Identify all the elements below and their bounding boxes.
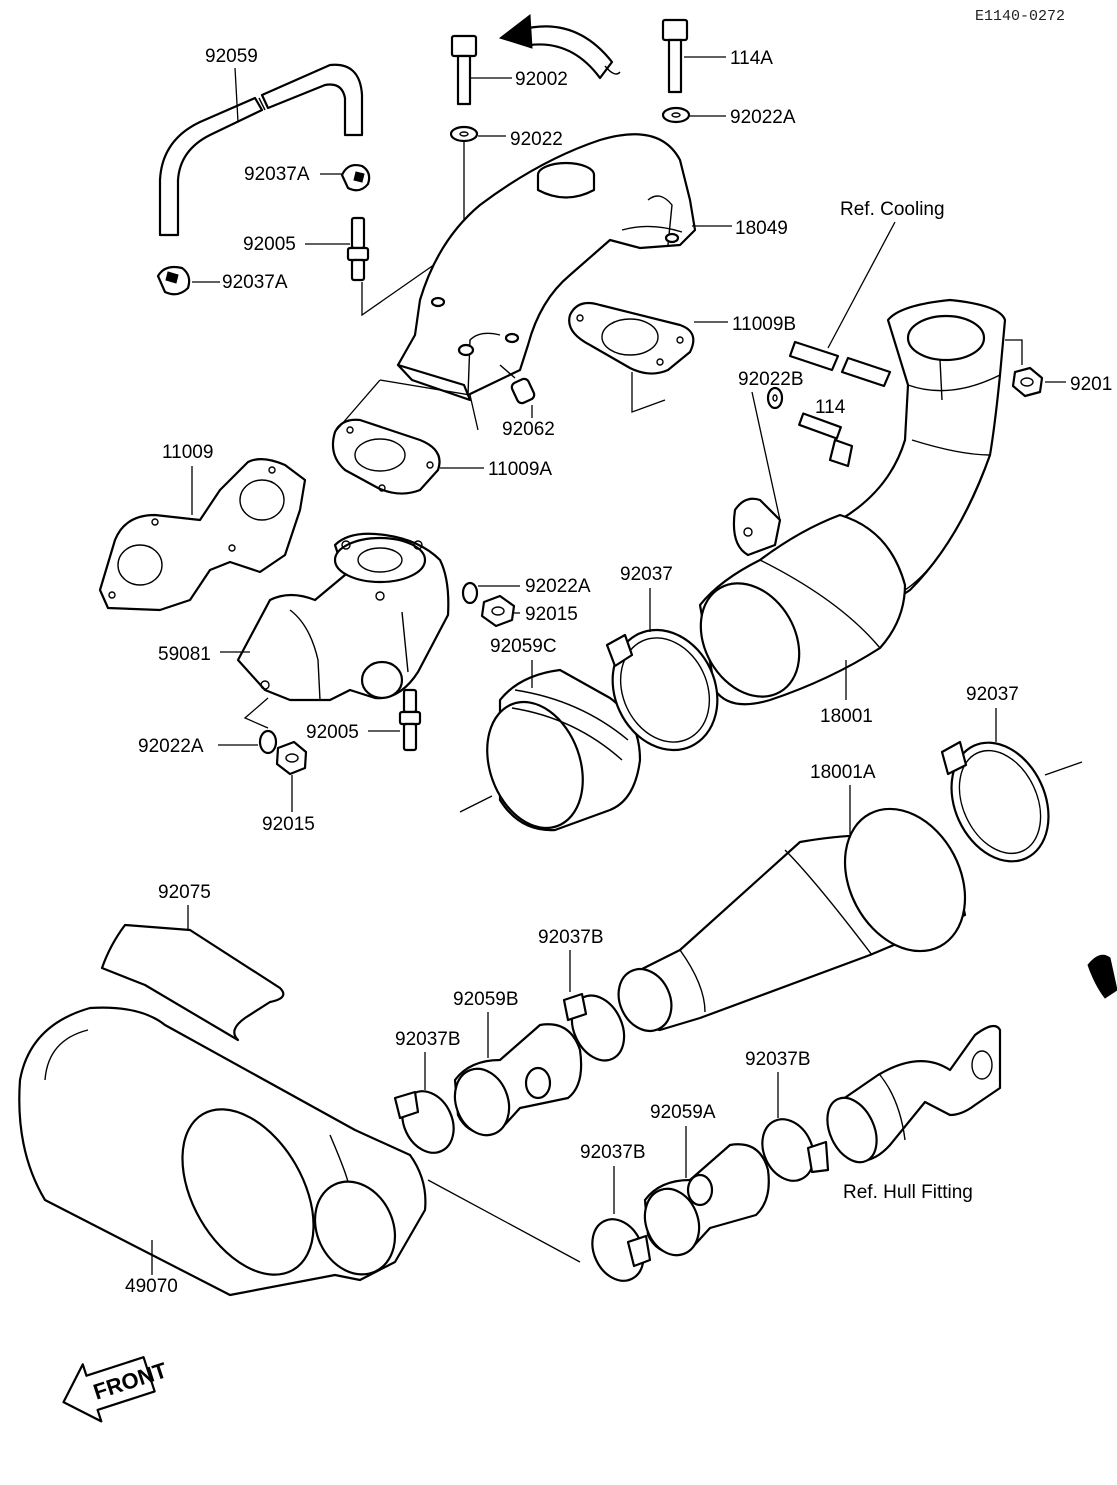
leader-ref-cooling bbox=[827, 221, 896, 349]
label-92022: 92022 bbox=[510, 129, 563, 150]
clip-92037a-upper bbox=[340, 163, 371, 192]
label-114: 114 bbox=[815, 397, 846, 418]
label-49070: 49070 bbox=[125, 1276, 178, 1297]
label-92037b-1: 92037B bbox=[395, 1029, 461, 1050]
sleeve-92059a bbox=[643, 1143, 770, 1257]
label-11009: 11009 bbox=[162, 442, 213, 463]
label-92059b: 92059B bbox=[453, 989, 519, 1010]
label-11009a: 11009A bbox=[488, 459, 552, 480]
bolt-92002 bbox=[450, 34, 478, 106]
label-92005-top: 92005 bbox=[243, 234, 296, 255]
hose-92059 bbox=[158, 63, 364, 237]
bolt-114a bbox=[661, 18, 689, 94]
label-92022a-top: 92022A bbox=[730, 107, 796, 128]
plug-92062 bbox=[499, 364, 536, 405]
label-92015-mid: 92015 bbox=[525, 604, 578, 625]
leader-11009b-down bbox=[631, 372, 666, 413]
gasket-11009a bbox=[331, 418, 441, 495]
nut-92015-mid bbox=[480, 594, 516, 628]
label-92037-1: 92037 bbox=[620, 564, 673, 585]
label-11009b: 11009B bbox=[732, 314, 796, 335]
elbow-59081 bbox=[236, 532, 450, 702]
clamp-92037-2 bbox=[940, 740, 1050, 863]
sleeve-92059b bbox=[453, 1023, 583, 1137]
label-92037a-1: 92037A bbox=[244, 164, 310, 185]
label-92037a-2: 92037A bbox=[222, 272, 288, 293]
rotation-arrow-icon bbox=[498, 14, 621, 80]
nut-92015-low bbox=[275, 740, 308, 776]
label-59081: 59081 bbox=[158, 644, 211, 665]
cone-pipe-18001a bbox=[617, 807, 967, 1032]
clip-92037a-lower bbox=[156, 265, 191, 296]
clamp-92037-1 bbox=[605, 628, 719, 752]
partial-part-right-edge bbox=[1087, 954, 1117, 999]
washer-92022a-top bbox=[661, 106, 691, 124]
label-9201x: 9201 bbox=[1070, 374, 1112, 395]
washer-92022a-low bbox=[258, 729, 278, 755]
fitting-92005-lower bbox=[398, 688, 422, 752]
leader-92059c-left bbox=[459, 795, 493, 813]
leader-49070-to-clamp bbox=[427, 1179, 581, 1263]
leader-92005-to-manifold bbox=[361, 261, 439, 317]
label-92059: 92059 bbox=[205, 46, 258, 67]
label-92005-bottom: 92005 bbox=[306, 722, 359, 743]
nut-9201x bbox=[1011, 366, 1044, 398]
fitting-92005-upper bbox=[346, 216, 370, 282]
label-92002: 92002 bbox=[515, 69, 568, 90]
label-92037-2: 92037 bbox=[966, 684, 1019, 705]
label-92062: 92062 bbox=[502, 419, 555, 440]
sleeve-92059c bbox=[486, 668, 642, 832]
label-18001: 18001 bbox=[820, 706, 873, 727]
heat-cover-92075 bbox=[100, 923, 285, 1042]
front-arrow-icon: FRONT bbox=[62, 1356, 171, 1423]
label-92037b-2: 92037B bbox=[538, 927, 604, 948]
washer-92022b bbox=[766, 386, 784, 410]
muffler-49070 bbox=[18, 1006, 427, 1297]
leader-92022b bbox=[751, 391, 781, 521]
label-ref-hull-fitting: Ref. Hull Fitting bbox=[843, 1182, 973, 1203]
label-18049: 18049 bbox=[735, 218, 788, 239]
label-92015-low: 92015 bbox=[262, 814, 315, 835]
label-114a: 114A bbox=[730, 48, 773, 69]
leader-92022a-low-up bbox=[243, 697, 269, 729]
clamp-92037b-2 bbox=[562, 992, 626, 1062]
label-92022a-low: 92022A bbox=[138, 736, 204, 757]
leader-11009a-up bbox=[334, 379, 479, 433]
leader-92037-2-right bbox=[1044, 761, 1083, 776]
hull-fitting bbox=[826, 1024, 1002, 1164]
washer-92022a-mid bbox=[461, 581, 479, 605]
manifold-18049 bbox=[396, 133, 697, 402]
cooling-pipe-pieces bbox=[788, 340, 892, 388]
washer-92022 bbox=[449, 125, 479, 143]
exhaust-pipe-18001 bbox=[698, 298, 1007, 706]
bolt-114 bbox=[798, 412, 854, 468]
label-92037b-4: 92037B bbox=[580, 1142, 646, 1163]
label-ref-cooling: Ref. Cooling bbox=[840, 199, 945, 220]
clamp-92037b-4 bbox=[591, 1218, 652, 1282]
label-92037b-3: 92037B bbox=[745, 1049, 811, 1070]
gasket-11009b bbox=[568, 301, 695, 375]
label-92022b: 92022B bbox=[738, 369, 804, 390]
leader-9201x-up bbox=[1005, 339, 1023, 365]
clamp-92037b-1 bbox=[393, 1090, 455, 1154]
gasket-11009 bbox=[98, 458, 307, 612]
label-92022a-mid: 92022A bbox=[525, 576, 591, 597]
diagram-code: E1140-0272 bbox=[975, 8, 1065, 25]
leader-92059 bbox=[234, 67, 239, 123]
clamp-92037b-3 bbox=[761, 1118, 830, 1182]
label-92059a: 92059A bbox=[650, 1102, 716, 1123]
label-92059c: 92059C bbox=[490, 636, 557, 657]
label-18001a: 18001A bbox=[810, 762, 876, 783]
label-92075: 92075 bbox=[158, 882, 211, 903]
